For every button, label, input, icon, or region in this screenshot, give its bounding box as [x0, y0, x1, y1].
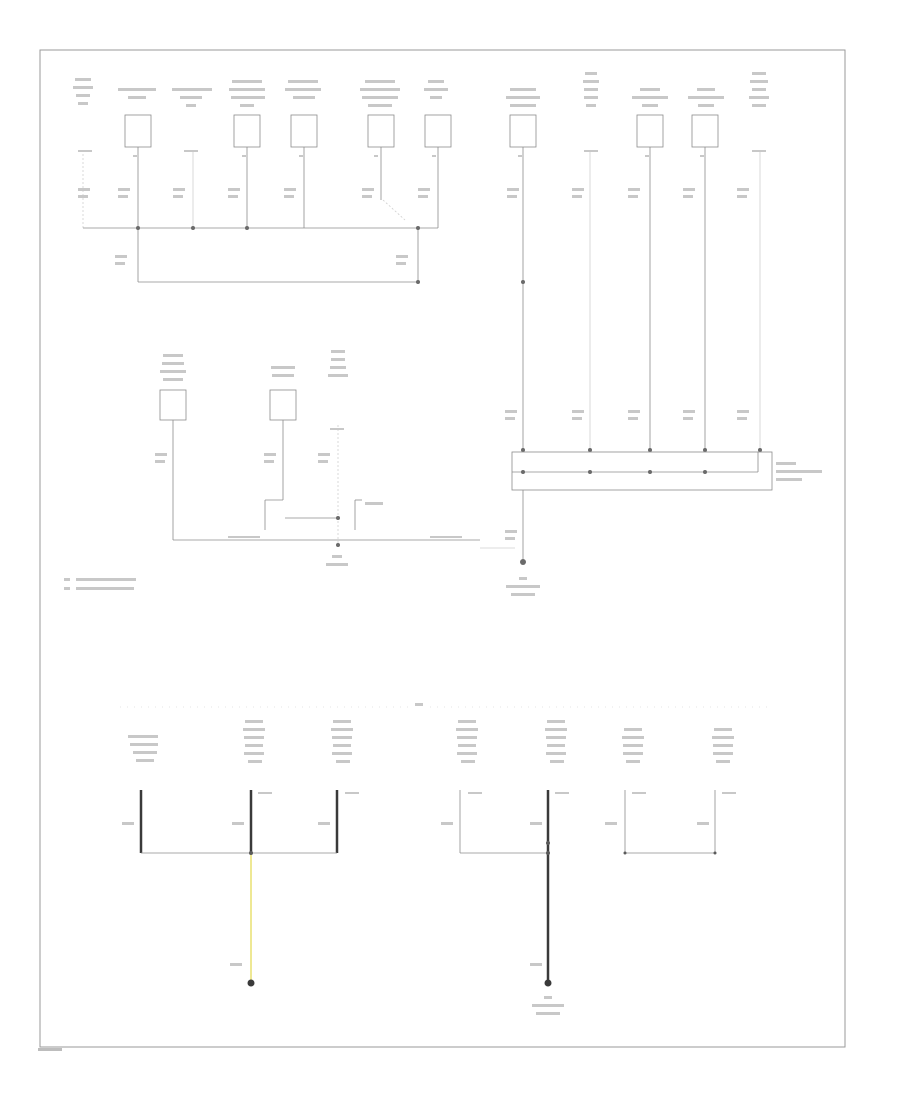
- component-box: [424, 114, 452, 148]
- component-box: [509, 114, 537, 148]
- bottom-illegible-label-marks: [122, 703, 736, 1015]
- diagram-frame: [39, 49, 846, 1048]
- component-box: [159, 389, 187, 421]
- component-box: [124, 114, 152, 148]
- top-ground-section: [82, 114, 761, 450]
- top-junctions: [136, 226, 762, 452]
- component-box: [269, 389, 297, 421]
- footer-code-mark: [38, 1048, 62, 1051]
- component-box: [290, 114, 318, 148]
- bottom-ground-section: [120, 706, 770, 982]
- middle-ground-section: [159, 389, 773, 560]
- middle-illegible-label-marks: [64, 350, 822, 596]
- middle-junctions: [336, 470, 707, 565]
- component-box: [636, 114, 664, 148]
- component-box: [367, 114, 395, 148]
- illegible-label-marks: [73, 72, 769, 265]
- component-box: [233, 114, 261, 148]
- bottom-junctions: [247, 841, 717, 987]
- ground-connector-block: [511, 451, 773, 491]
- component-box: [691, 114, 719, 148]
